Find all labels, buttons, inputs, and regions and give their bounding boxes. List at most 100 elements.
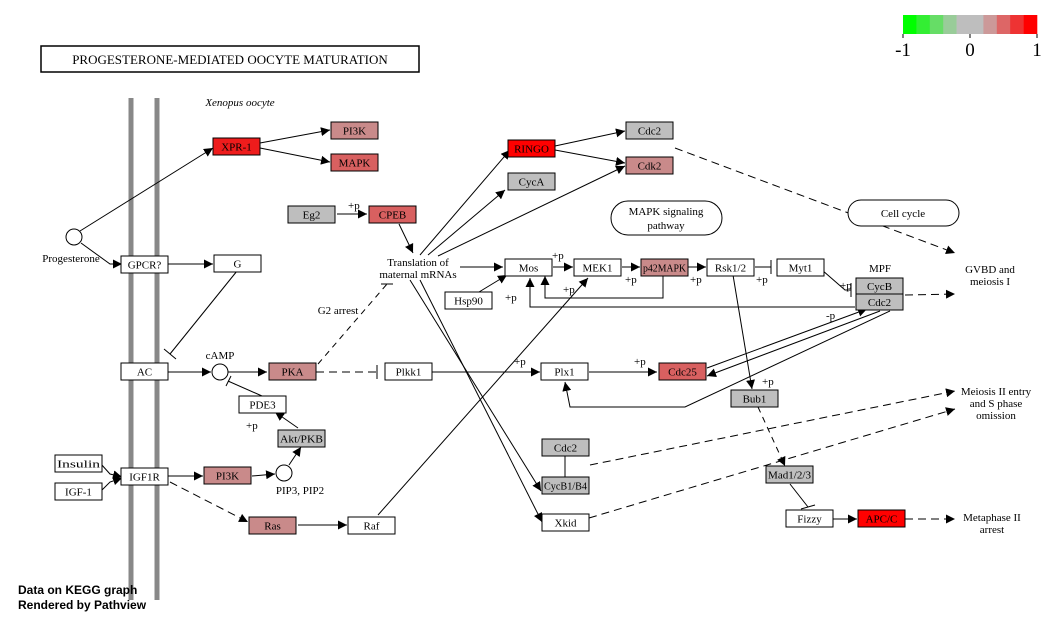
gene-node-cdc2-mid[interactable]: Cdc2: [541, 438, 590, 457]
title-text: PROGESTERONE-MEDIATED OOCYTE MATURATION: [72, 52, 388, 67]
legend-swatch: [929, 15, 944, 34]
gene-node-cpeb[interactable]: CPEB: [368, 205, 417, 224]
gene-node-fizzy[interactable]: Fizzy: [785, 509, 834, 528]
pathway-link-mapk-signaling[interactable]: MAPK signaling pathway: [610, 200, 723, 236]
label-translation-2: maternal mRNAs: [379, 269, 456, 281]
gene-node-box: [277, 429, 326, 448]
gene-node-cdc25[interactable]: Cdc25: [658, 362, 707, 381]
gene-node-aktpkb[interactable]: Akt/PKB: [277, 429, 326, 448]
diagram-title: PROGESTERONE-MEDIATED OOCYTE MATURATION: [40, 45, 420, 73]
gene-node-myt1[interactable]: Myt1: [776, 258, 825, 277]
gene-node-mapk-top[interactable]: MAPK: [330, 153, 379, 172]
gene-node-label: AC: [137, 367, 152, 379]
gene-node-raf[interactable]: Raf: [347, 516, 396, 535]
plus-p-cpeb: +p: [348, 200, 360, 212]
gene-node-label: Ras: [264, 521, 281, 533]
gene-node-bub1[interactable]: Bub1: [730, 389, 779, 408]
gene-node-box: [640, 258, 689, 277]
compound-camp[interactable]: [211, 363, 229, 381]
compound-pip3[interactable]: [275, 464, 293, 482]
gene-node-rsk12[interactable]: Rsk1/2: [706, 258, 755, 277]
gene-node-label: Akt/PKB: [280, 434, 323, 446]
edge-myt1-mpf: [821, 269, 851, 291]
gene-node-box: [120, 362, 169, 381]
plus-p-rsk: +p: [756, 274, 768, 286]
gene-node-apcc[interactable]: APC/C: [857, 509, 906, 528]
gene-node-box: [203, 466, 252, 485]
gene-node-cdc2-mpf[interactable]: Cdc2: [855, 293, 904, 311]
gene-node-igf1[interactable]: IGF-1: [54, 482, 103, 501]
gene-node-label: PI3K: [343, 126, 366, 138]
gene-node-xpr1[interactable]: XPR-1: [212, 137, 261, 156]
gene-node-gpcr[interactable]: GPCR?: [120, 255, 169, 274]
gene-node-label: Cdk2: [638, 161, 662, 173]
edge-ringo-cdk2: [554, 149, 626, 166]
gene-node-eg2[interactable]: Eg2: [287, 205, 336, 224]
gene-node-cdk2[interactable]: Cdk2: [625, 156, 674, 175]
gene-node-xkid[interactable]: Xkid: [541, 513, 590, 532]
gene-node-cyca[interactable]: CycA: [507, 172, 556, 191]
gene-node-box: [212, 137, 261, 156]
gene-node-plkk1[interactable]: Plkk1: [384, 362, 433, 381]
edge-translation-cyca: [427, 189, 506, 256]
gene-node-ac[interactable]: AC: [120, 362, 169, 381]
gene-node-cycb[interactable]: CycB: [855, 277, 904, 295]
gene-node-insulin[interactable]: Insulin: [54, 454, 103, 473]
edge-akt-pde3: [274, 411, 299, 429]
gene-node-pi3k-top[interactable]: PI3K: [330, 121, 379, 140]
edge-p42mapk-mos-fb: [544, 275, 664, 299]
compound-progesterone[interactable]: [65, 228, 83, 246]
gene-node-box: [444, 291, 493, 310]
edge-cycb1b4-meiosis2: [589, 388, 956, 466]
gene-node-cdc2-top[interactable]: Cdc2: [625, 121, 674, 140]
label-metaphase2-2: arrest: [980, 524, 1004, 536]
legend-swatch: [916, 15, 931, 34]
gene-node-pde3[interactable]: PDE3: [238, 395, 287, 414]
gene-node-hsp90[interactable]: Hsp90: [444, 291, 493, 310]
gene-node-label: RINGO: [514, 144, 549, 156]
plus-p-mek1: +p: [625, 274, 637, 286]
edge-insulin-igf1r: [100, 463, 123, 480]
pathway-link-cell-cycle[interactable]: Cell cycle: [847, 199, 960, 227]
gene-node-label: Raf: [364, 521, 380, 533]
gene-node-box: [573, 258, 622, 277]
gene-node-box: [54, 454, 103, 473]
label-gvbd-1: GVBD and: [965, 264, 1015, 276]
edge-progesterone-gpcr: [80, 242, 122, 269]
plus-p-plx1: +p: [514, 356, 526, 368]
gene-node-mos[interactable]: Mos: [504, 258, 553, 277]
gene-node-label: APC/C: [866, 514, 898, 526]
gene-node-plx1[interactable]: Plx1: [540, 362, 589, 381]
edge-mpf-plx1: [562, 310, 891, 408]
mapk-signaling-line2: pathway: [647, 220, 685, 232]
gene-node-pi3k-bottom[interactable]: PI3K: [203, 466, 252, 485]
gene-node-cycb1b4[interactable]: CycB1/B4: [541, 476, 590, 495]
legend-swatch: [903, 15, 917, 34]
edge-xpr1-mapk: [259, 147, 331, 165]
gene-node-p42mapk[interactable]: p42MAPK: [640, 258, 689, 277]
gene-node-igf1r[interactable]: IGF1R: [120, 467, 169, 486]
edge-translation-xkid: [419, 279, 543, 523]
gene-node-ringo[interactable]: RINGO: [507, 139, 556, 158]
edge-igf1r-ras: [169, 481, 249, 523]
gene-node-box: [541, 513, 590, 532]
edge-progesterone-xpr1: [79, 147, 214, 232]
gene-node-label: Cdc2: [554, 443, 577, 455]
gene-node-mek1[interactable]: MEK1: [573, 258, 622, 277]
gene-node-box: [706, 258, 755, 277]
gene-node-label: Plkk1: [396, 367, 422, 379]
legend-swatch: [1023, 15, 1038, 34]
gene-node-g[interactable]: G: [213, 254, 262, 273]
plus-p-myt1: +p: [840, 280, 852, 292]
phospho-labels: +p +p +p +p +p +p +p +p -p +p +p +p +p: [246, 200, 852, 432]
gene-node-ras[interactable]: Ras: [248, 516, 297, 535]
cell-membrane: [128, 98, 160, 600]
legend-tick-label: 0: [965, 40, 975, 61]
gene-node-label: Cdc25: [668, 367, 697, 379]
gene-node-label: GPCR?: [128, 260, 162, 272]
gene-node-mad123[interactable]: Mad1/2/3: [765, 465, 814, 484]
gene-node-pka[interactable]: PKA: [268, 362, 317, 381]
gene-node-label: Insulin: [57, 459, 101, 471]
